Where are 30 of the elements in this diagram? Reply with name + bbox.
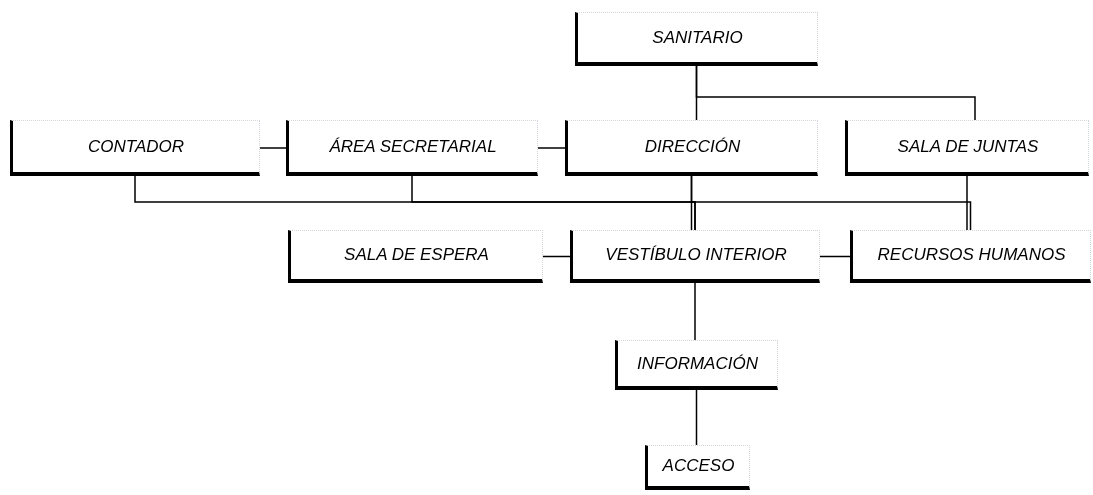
connector-line	[537, 147, 566, 149]
connector-line	[966, 175, 968, 231]
room-box	[575, 12, 818, 66]
connector-line	[690, 175, 972, 231]
room-label: SALA DE JUNTAS	[897, 135, 1039, 158]
connector-line	[819, 255, 851, 258]
room-box	[565, 120, 818, 176]
room-box	[615, 340, 778, 390]
room-label: SANITARIO	[652, 26, 743, 49]
room-label: CONTADOR	[88, 135, 184, 158]
connector-line	[542, 255, 571, 258]
room-box	[286, 120, 538, 176]
connector-line	[259, 147, 287, 149]
room-box	[288, 230, 543, 283]
room-label: DIRECCIÓN	[644, 135, 741, 158]
room-box	[10, 120, 260, 176]
room-label: ÁREA SECRETARIAL	[329, 135, 497, 158]
room-box	[850, 230, 1091, 283]
connector-line	[694, 282, 696, 341]
room-label: INFORMACIÓN	[637, 352, 758, 375]
connector-line	[695, 65, 976, 121]
room-box	[570, 230, 820, 283]
room-label: ACCESO	[662, 455, 735, 478]
connector-line	[411, 175, 696, 231]
room-label: RECURSOS HUMANOS	[877, 244, 1066, 267]
connector-line	[695, 389, 698, 446]
room-label: VESTÍBULO INTERIOR	[605, 244, 787, 267]
room-box	[645, 445, 750, 490]
room-box	[845, 120, 1089, 176]
room-label: SALA DE ESPERA	[344, 244, 489, 267]
